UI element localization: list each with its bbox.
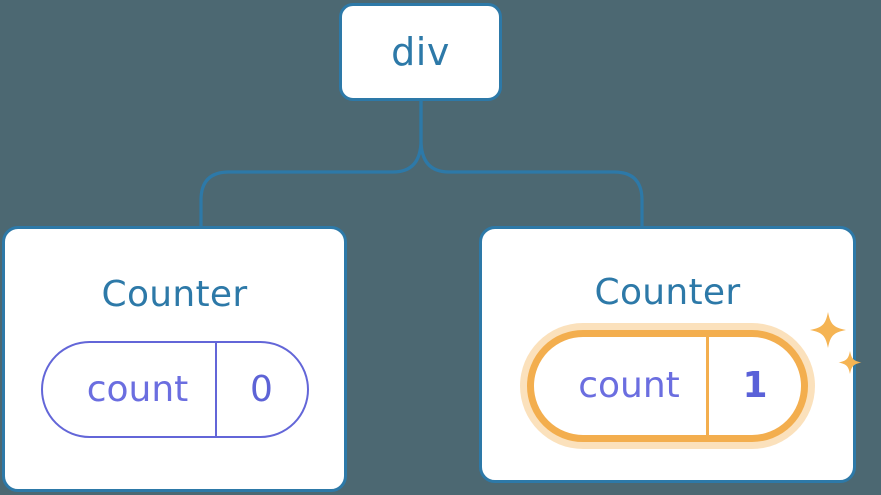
counter-left-state-key: count xyxy=(86,368,189,410)
counter-right-state-wrap: count 1 xyxy=(527,312,862,442)
counter-right-state-key-cell: count xyxy=(534,337,709,435)
counter-right-state-value-cell: 1 xyxy=(709,337,801,435)
counter-right-title: Counter xyxy=(594,272,741,313)
counter-right-state-value: 1 xyxy=(742,365,768,406)
counter-left-state-pill[interactable]: count 0 xyxy=(40,341,309,438)
counter-left-state-key-cell: count xyxy=(43,343,217,436)
counter-left-state-wrap: count 0 xyxy=(40,341,309,438)
edge-div-to-counter-left xyxy=(199,99,423,229)
edge-div-to-counter-right xyxy=(419,99,644,229)
node-div-label: div xyxy=(391,30,450,74)
node-counter-left[interactable]: Counter count 0 xyxy=(2,226,347,492)
node-div[interactable]: div xyxy=(339,3,502,101)
counter-left-title: Counter xyxy=(101,274,248,315)
counter-right-state-key: count xyxy=(578,365,680,406)
counter-right-state-pill[interactable]: count 1 xyxy=(527,330,808,442)
node-counter-right[interactable]: Counter count 1 xyxy=(479,226,862,483)
sparkle-icon xyxy=(810,312,846,348)
counter-left-state-value-cell: 0 xyxy=(217,343,307,436)
sparkle-group xyxy=(810,312,862,374)
counter-left-state-value: 0 xyxy=(250,368,273,410)
